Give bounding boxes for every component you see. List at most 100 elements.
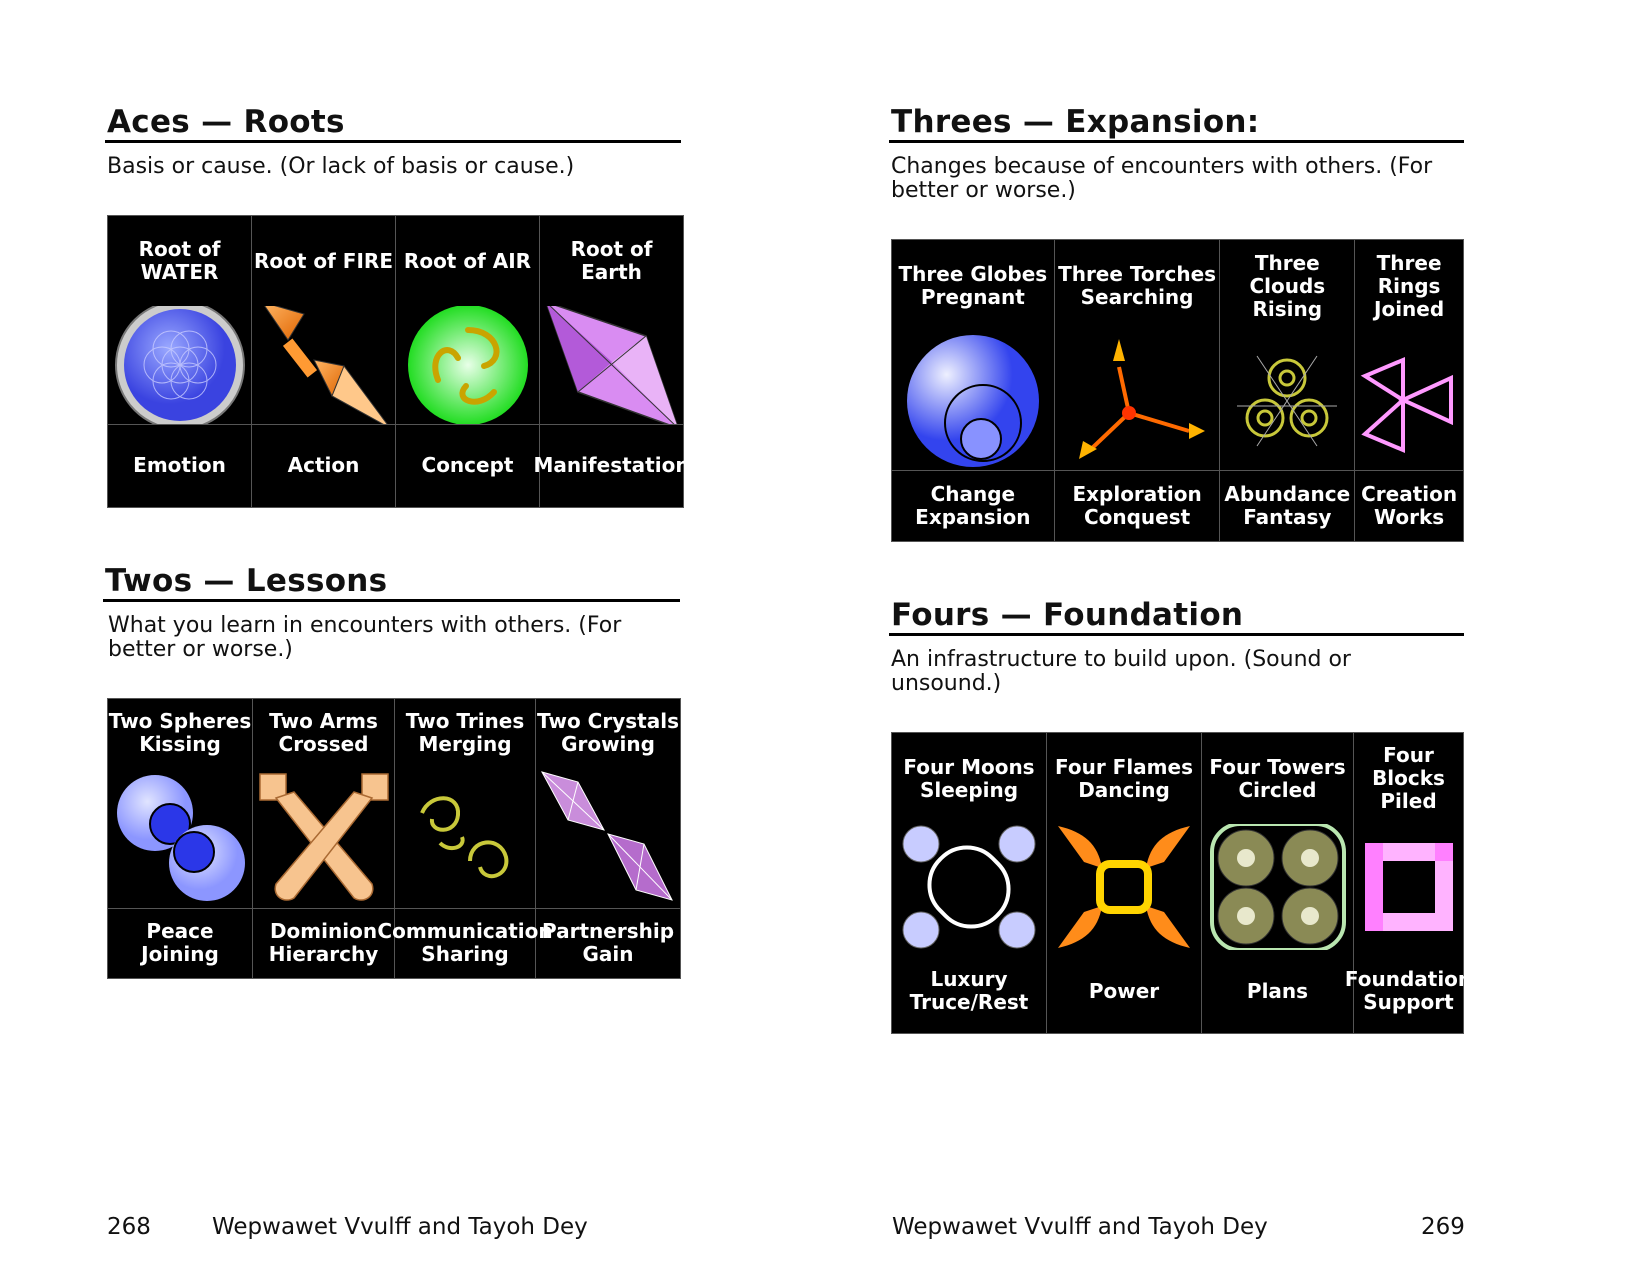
label-line: Sleeping: [919, 777, 1019, 802]
card-meaning: Action: [287, 453, 360, 477]
threes-description: Changes because of encounters with other…: [891, 154, 1433, 203]
label-line: Plans: [1246, 978, 1309, 1003]
label-line: Four: [1383, 743, 1434, 767]
fours-description: An infrastructure to build upon. (Sound …: [891, 647, 1351, 696]
label-line: Rings: [1377, 273, 1441, 298]
orange-wand-icon: [252, 306, 395, 424]
label-line: Luxury: [930, 967, 1008, 991]
label-line: Piled: [1380, 789, 1437, 813]
four-blocks-icon: [1354, 824, 1463, 950]
label-line: Support: [1363, 990, 1454, 1014]
aces-description: Basis or cause. (Or lack of basis or cau…: [107, 154, 575, 179]
label-line: Searching: [1080, 285, 1194, 309]
aces-section: Aces — Roots Basis or cause. (Or lack of…: [105, 104, 681, 179]
green-swirl-orb-icon: [396, 306, 539, 424]
label-line: Power: [1088, 978, 1160, 1003]
label-line: Exploration: [1072, 481, 1202, 506]
aces-table: Root of WATER Emotion Root of FIRE: [107, 215, 690, 508]
left-page-number: 268: [107, 1214, 151, 1240]
twos-description: What you learn in encounters with others…: [108, 613, 622, 662]
label-line: Truce/Rest: [909, 990, 1029, 1014]
fours-title: Fours — Foundation: [889, 597, 1464, 636]
two-spheres-icon: [108, 767, 252, 908]
right-running-footer: Wepwawet Vvulff and Tayoh Dey: [892, 1214, 1268, 1240]
card-name: Root of WATER: [138, 237, 221, 284]
label-line: Circled: [1238, 777, 1317, 802]
threes-section: Threes — Expansion: Changes because of e…: [889, 104, 1464, 203]
label-line: Change: [930, 481, 1016, 506]
four-towers-icon: [1202, 824, 1353, 950]
right-page-number: 269: [1421, 1214, 1465, 1240]
joined-triangles-icon: [1355, 332, 1463, 470]
three-torches-icon: [1055, 332, 1220, 470]
card-meaning: Manifestation: [533, 453, 690, 477]
label-line: Rising: [1252, 296, 1323, 321]
label-line: Abundance: [1224, 481, 1351, 506]
label-line: Foundation: [1344, 967, 1473, 991]
card-root-of-earth: Root of Earth Manifestation: [533, 216, 689, 507]
three-clouds-icon: [1220, 332, 1354, 470]
label-line: Three Globes: [898, 262, 1048, 286]
label-line: Expansion: [915, 504, 1031, 529]
label-line: Three: [1376, 250, 1442, 275]
twos-title: Twos — Lessons: [103, 563, 680, 602]
crossed-arms-icon: [253, 767, 394, 908]
card-name: Root of FIRE: [254, 248, 393, 273]
card-root-of-air: Root of AIR Concept: [396, 216, 540, 507]
card-meaning: Emotion: [133, 453, 226, 477]
label-line: Three Clouds: [1249, 250, 1326, 298]
label-line: Blocks: [1372, 766, 1445, 790]
aces-title: Aces — Roots: [105, 104, 681, 143]
label-line: Four Moons: [903, 754, 1035, 779]
nested-globes-icon: [892, 332, 1054, 470]
fours-section: Fours — Foundation An infrastructure to …: [889, 597, 1464, 696]
two-crystals-icon: [536, 767, 680, 908]
twos-section: Twos — Lessons What you learn in encount…: [103, 563, 680, 662]
card-name: Root of Earth: [570, 237, 653, 284]
label-line: Three Torches: [1058, 262, 1217, 286]
card-meaning: Concept: [421, 453, 514, 477]
label-line: Dancing: [1078, 777, 1170, 802]
card-root-of-fire: Root of FIRE Action: [252, 216, 396, 507]
label-line: Four Towers: [1209, 754, 1346, 779]
purple-crystal-icon: [540, 306, 683, 424]
left-running-footer: Wepwawet Vvulff and Tayoh Dey: [212, 1214, 588, 1240]
label-line: Creation: [1361, 481, 1458, 506]
four-flames-icon: [1047, 824, 1201, 950]
card-root-of-water: Root of WATER Emotion: [108, 216, 252, 507]
card-name: Root of AIR: [403, 248, 532, 273]
label-line: Joined: [1374, 296, 1445, 321]
label-line: Fantasy: [1243, 504, 1332, 529]
label-line: Four Flames: [1055, 754, 1193, 779]
threes-title: Threes — Expansion:: [889, 104, 1464, 143]
label-line: Pregnant: [920, 285, 1025, 309]
label-line: Works: [1374, 504, 1445, 529]
card-meaning: Power: [1047, 950, 1201, 1032]
